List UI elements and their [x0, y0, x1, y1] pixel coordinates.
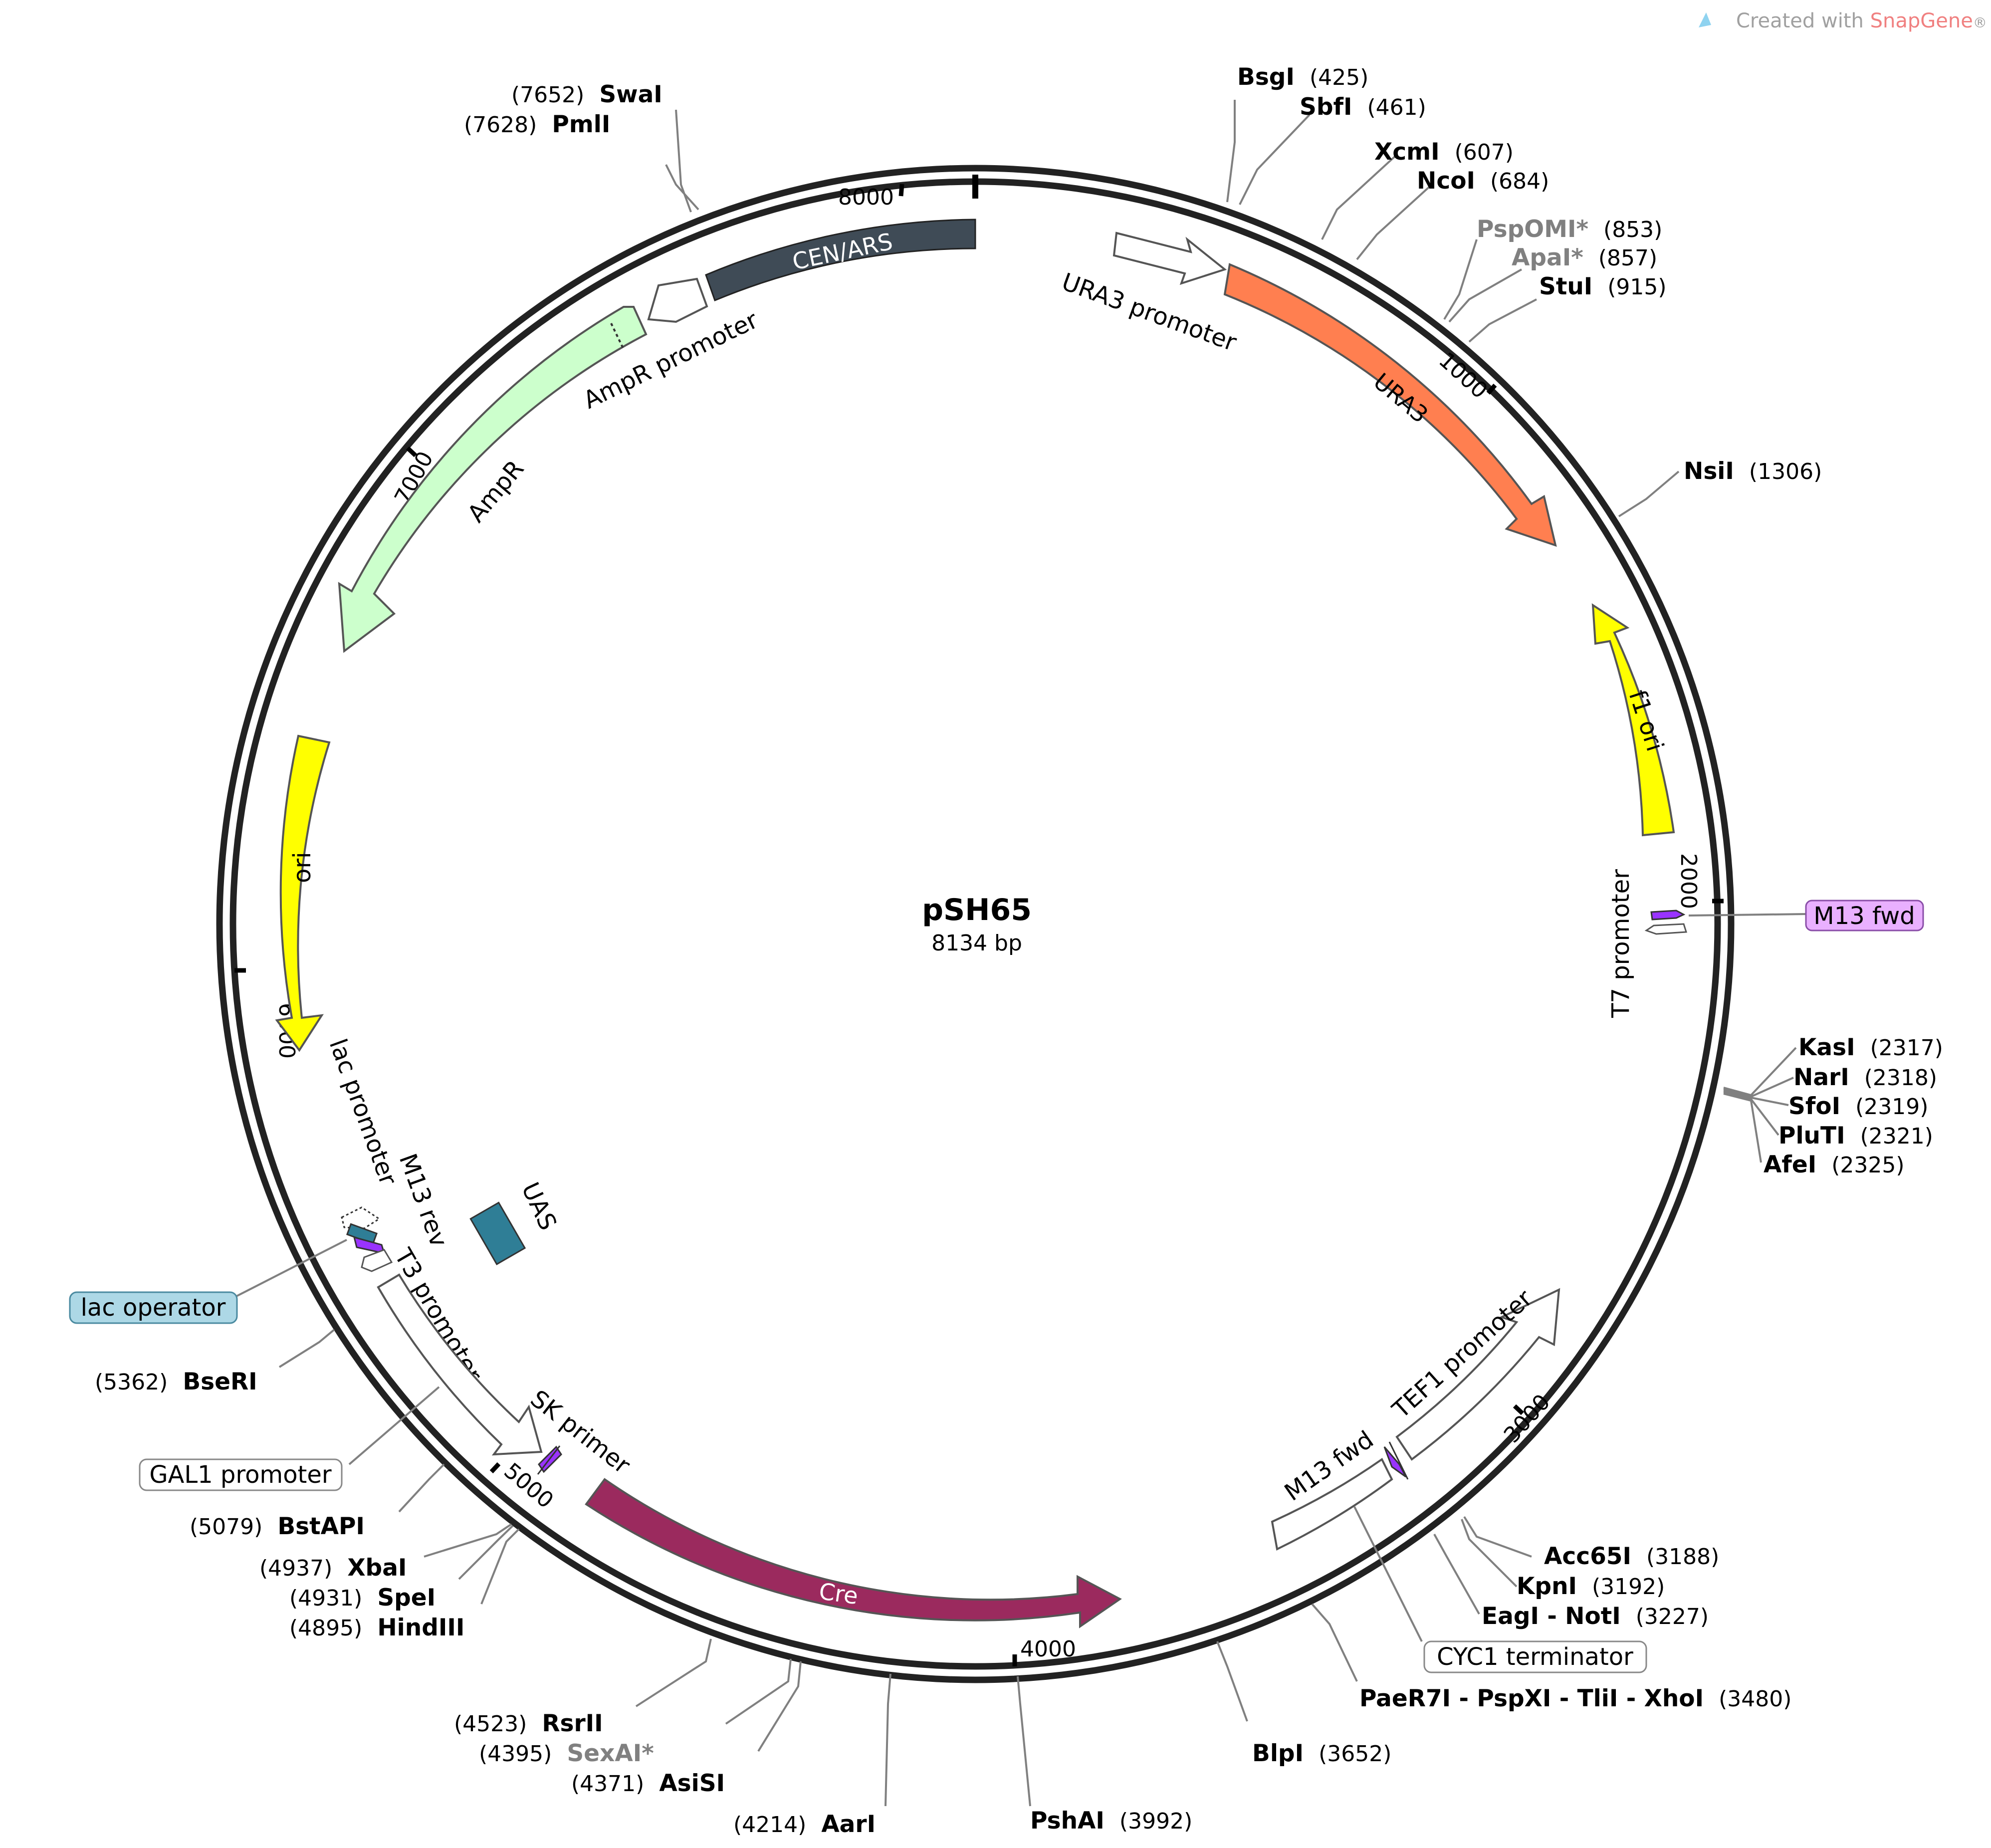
credit-mark: ®	[1973, 14, 1987, 31]
site-sfoi: SfoI(2319)	[1788, 1093, 1928, 1120]
sk-primer-stem	[537, 1445, 561, 1475]
ampr-feature[interactable]	[338, 306, 648, 653]
site-kasi: KasI(2317)	[1798, 1034, 1943, 1061]
t7-promoter-feature[interactable]	[1644, 923, 1687, 935]
uas-label: UAS	[516, 1178, 562, 1234]
m13-fwd-top-leader	[1688, 913, 1806, 917]
m13-fwd-bottom-stem	[1388, 1441, 1409, 1480]
site-sbfi: SbfI(461)	[1300, 93, 1426, 121]
site-pmli: (7628)PmlI	[464, 111, 610, 138]
ura3-promoter-feature[interactable]	[1112, 231, 1227, 285]
gal1-promoter-feature[interactable]	[377, 1273, 543, 1456]
tef1-promoter-feature[interactable]	[1395, 1288, 1560, 1461]
plasmid-length: 8134 bp	[931, 930, 1022, 956]
m13-rev-label: M13 rev	[394, 1150, 453, 1251]
lac-promoter-feature[interactable]	[341, 1206, 381, 1229]
credit-prefix: Created with	[1736, 9, 1870, 32]
site-xbai: (4937)XbaI	[259, 1554, 407, 1582]
cyc1-terminator-box	[1423, 1640, 1647, 1673]
plasmid-name: pSH65	[922, 893, 1032, 927]
snapgene-logo-icon	[1699, 12, 1711, 27]
ori-feature[interactable]	[275, 734, 331, 1052]
ura3-feature[interactable]	[1223, 263, 1557, 547]
site-ncoi: NcoI(684)	[1417, 167, 1549, 195]
lac-operator-leader	[234, 1239, 347, 1298]
site-pshai: PshAI(3992)	[1030, 1807, 1192, 1835]
site-nari: NarI(2318)	[1793, 1064, 1937, 1091]
cyc1-terminator-leader	[1353, 1506, 1423, 1642]
site-aari: (4214)AarI	[733, 1811, 876, 1838]
lac-operator-box	[69, 1291, 238, 1324]
snapgene-credit: Created with SnapGene®	[1699, 9, 1987, 32]
site-asisi: (4371)AsiSI	[571, 1770, 725, 1797]
lac-operator-label: lac operator	[81, 1294, 226, 1322]
site-stui: StuI(915)	[1539, 273, 1667, 300]
cre-feature[interactable]	[585, 1478, 1122, 1628]
site-blpi: BlpI(3652)	[1252, 1740, 1391, 1767]
site-afei: AfeI(2325)	[1764, 1151, 1905, 1178]
gal1-promoter-label: GAL1 promoter	[149, 1461, 332, 1489]
tick-label-4000: 4000	[1020, 1636, 1076, 1662]
site-spei: (4931)SpeI	[289, 1584, 436, 1612]
site-xcmi: XcmI(607)	[1374, 138, 1514, 166]
site-labels: (7652)SwaI (7628)PmlI BsgI(425) SbfI(461…	[95, 63, 1943, 1838]
cre-label: Cre	[817, 1578, 860, 1610]
scale-ticks	[234, 184, 1724, 1666]
site-sexai: (4395)SexAI*	[479, 1740, 654, 1767]
ura3-promoter-label: URA3 promoter	[1058, 268, 1240, 357]
site-eagi-noti: EagI - NotI(3227)	[1482, 1603, 1709, 1630]
site-pluti: PluTI(2321)	[1778, 1122, 1933, 1150]
site-rsrii: (4523)RsrII	[454, 1710, 603, 1737]
site-nsii: NsiI(1306)	[1684, 458, 1822, 485]
site-swai: (7652)SwaI	[511, 81, 663, 108]
site-leaders	[278, 100, 1797, 1807]
backbone-outer	[216, 165, 1735, 1683]
m13-fwd-top-box	[1805, 900, 1924, 931]
t3-promoter-feature[interactable]	[361, 1249, 393, 1272]
gal1-promoter-box	[139, 1458, 343, 1491]
ori-label: ori	[288, 852, 316, 883]
gal1-promoter-leader	[348, 1386, 440, 1465]
ampr-promoter-boundary	[610, 323, 625, 350]
site-pspomi: PspOMI*(853)	[1477, 216, 1662, 243]
tick-label-2000: 2000	[1676, 853, 1701, 909]
site-apai: ApaI*(857)	[1512, 244, 1657, 271]
m13-fwd-top-label: M13 fwd	[1813, 902, 1915, 930]
site-bseri: (5362)BseRI	[95, 1368, 257, 1395]
site-hindiii: (4895)HindIII	[289, 1614, 464, 1641]
cen-ars-feature[interactable]	[705, 219, 976, 301]
tick-label-1000: 1000	[1434, 347, 1492, 404]
site-bstapi: (5079)BstAPI	[190, 1513, 365, 1540]
site-bsgi: BsgI(425)	[1237, 63, 1368, 91]
ampr-label: AmpR	[462, 455, 529, 528]
lac-promoter-label: lac promoter	[324, 1035, 403, 1189]
credit-brand: SnapGene	[1870, 9, 1973, 32]
site-acc65i: Acc65I(3188)	[1544, 1543, 1719, 1570]
svg-text:Created with SnapGene®: Created with SnapGene®	[1736, 9, 1987, 32]
uas-feature[interactable]	[469, 1201, 526, 1265]
site-kpni: KpnI(3192)	[1517, 1573, 1665, 1600]
m13-fwd-primer-top[interactable]	[1650, 910, 1686, 921]
t7-promoter-label: T7 promoter	[1607, 869, 1635, 1018]
ampr-promoter-feature[interactable]	[647, 277, 708, 323]
f1-ori-feature[interactable]	[1591, 603, 1675, 837]
cyc1-terminator-feature[interactable]	[1271, 1458, 1393, 1551]
tick-label-8000: 8000	[838, 185, 894, 210]
cyc1-terminator-label: CYC1 terminator	[1437, 1643, 1633, 1671]
site-paer7i-pspxi-tlii-xhoi: PaeR7I - PspXI - TliI - XhoI(3480)	[1359, 1685, 1791, 1712]
